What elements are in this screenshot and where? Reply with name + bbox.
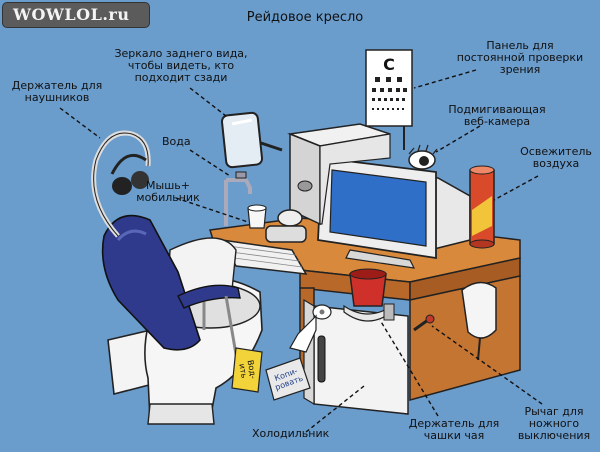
label-eye-chart: Панель для постоянной проверки зрения (456, 39, 584, 76)
tea-cup-holder (343, 268, 395, 322)
site-watermark: WOWLOL.ru (2, 2, 150, 28)
label-water: Вода (162, 135, 191, 148)
callout-water (189, 149, 231, 177)
callout-mouse (175, 197, 249, 223)
mobile-phone (265, 225, 307, 243)
floor-sign-right: Копи-ровать (265, 357, 311, 401)
water-tap (224, 171, 252, 226)
callout-air-freshener (493, 175, 539, 201)
callout-webcam (435, 125, 481, 153)
water-glass (247, 204, 267, 229)
label-webcam: Подмигивающая веб-камера (448, 103, 546, 128)
callout-headphones (59, 107, 101, 139)
headphone-holder (91, 130, 151, 238)
label-foot-switch: Рычаг для ножного выключения (517, 405, 591, 442)
urinal (461, 281, 497, 361)
foot-switch-lever (413, 314, 435, 332)
headphones (110, 153, 149, 195)
mouse (277, 209, 303, 227)
webcam (408, 144, 438, 170)
floor-sign-left-text: Вод-ить (237, 359, 258, 381)
fridge (303, 298, 409, 415)
floor-sign-left: Вод-ить (231, 347, 263, 393)
sign-text-line: ить (237, 363, 248, 379)
site-watermark-text: WOWLOL.ru (13, 5, 130, 24)
chair (101, 214, 241, 367)
callout-pedal (431, 325, 543, 405)
eye-chart: C (365, 49, 413, 150)
fridge-handle (317, 335, 326, 383)
eye-chart-letter: C (383, 55, 395, 74)
callout-fridge (305, 385, 365, 433)
page-title: Рейдовое кресло (246, 10, 364, 25)
callout-lines (59, 69, 543, 433)
pc-case (287, 123, 391, 226)
crt-monitor (317, 156, 471, 269)
label-cup-holder: Держатель для чашки чая (408, 417, 500, 442)
rear-view-mirror (220, 111, 283, 169)
sign-text-line: Вод- (246, 359, 258, 379)
callout-eye-chart (413, 69, 477, 89)
label-headphone-holder: Держатель для наушников (11, 79, 103, 104)
callout-cup-holder (379, 319, 439, 417)
toilet-paper (289, 304, 332, 353)
label-fridge: Холодильник (252, 427, 330, 440)
air-freshener-can (469, 165, 495, 249)
label-mirror: Зеркало заднего вида, чтобы видеть, кто … (114, 47, 248, 84)
monitor-screen (329, 169, 427, 247)
callout-mirror (189, 87, 227, 117)
label-mouse-phone: Мышь+ мобильник (136, 179, 200, 204)
label-air-freshener: Освежитель воздуха (520, 145, 592, 170)
